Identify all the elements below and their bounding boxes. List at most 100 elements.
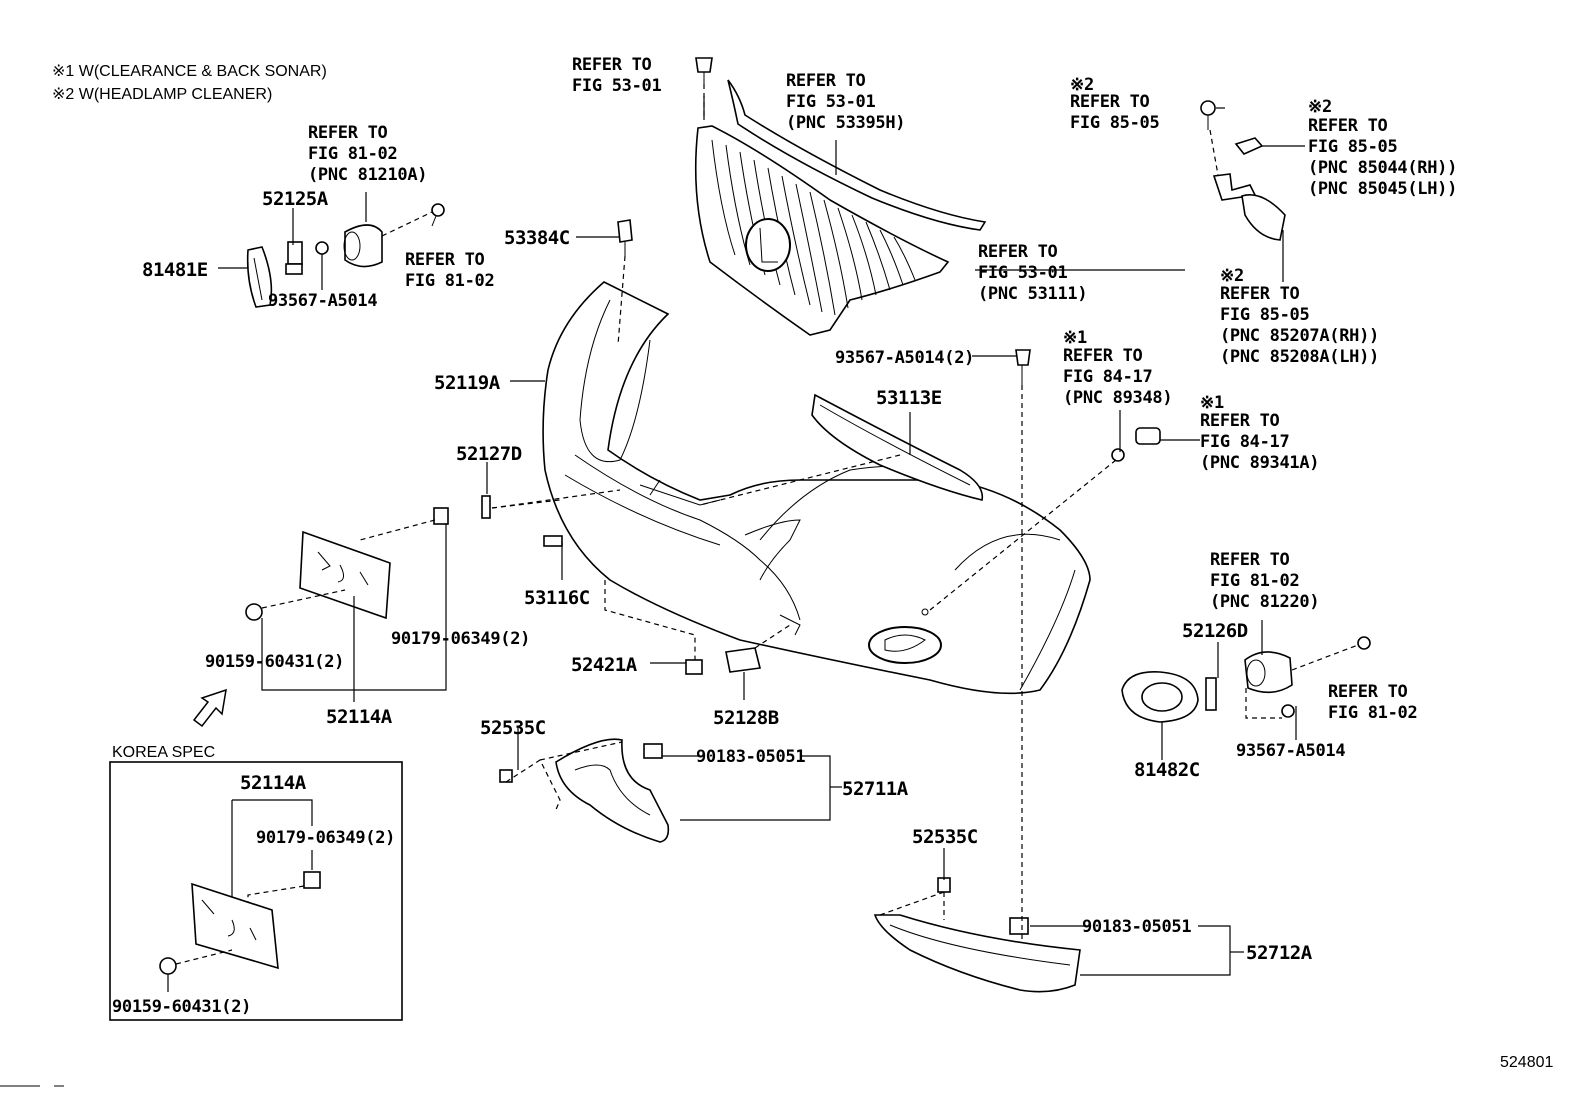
svg-text:FIG 81-02: FIG 81-02 xyxy=(1328,703,1417,723)
svg-text:REFER TO: REFER TO xyxy=(978,242,1058,262)
svg-text:(PNC 53111): (PNC 53111) xyxy=(978,284,1087,304)
svg-text:※1: ※1 xyxy=(1063,328,1087,348)
under-cover-52711A xyxy=(555,738,670,843)
ref-fig53-top: REFER TO FIG 53-01 xyxy=(572,55,662,96)
svg-text:※2: ※2 xyxy=(1070,75,1094,95)
label-93567-A5014-left: 93567-A5014 xyxy=(268,291,377,311)
korea-spec-inset: KOREA SPEC 52114A 90179-06349(2) 90159-6… xyxy=(109,744,403,1021)
leader-lines xyxy=(218,84,1359,976)
svg-text:REFER TO: REFER TO xyxy=(1220,284,1300,304)
label-90183-05051-left: 90183-05051 xyxy=(696,747,805,767)
svg-text:(PNC 81220): (PNC 81220) xyxy=(1210,592,1319,612)
clip-top xyxy=(695,57,713,73)
svg-text:REFER TO: REFER TO xyxy=(1063,346,1143,366)
svg-text:FIG 84-17: FIG 84-17 xyxy=(1063,367,1152,387)
bumper-cover-illustration xyxy=(542,281,1091,695)
svg-text:(PNC 53395H): (PNC 53395H) xyxy=(786,113,905,133)
svg-text:REFER TO: REFER TO xyxy=(308,123,388,143)
inset-title: KOREA SPEC xyxy=(112,744,215,761)
label-52535C-left: 52535C xyxy=(480,717,546,739)
label-90179-06349-main: 90179-06349(2) xyxy=(391,629,530,649)
label-90159-60431-inset: 90159-60431(2) xyxy=(112,997,251,1017)
figure-number: 524801 xyxy=(1500,1054,1553,1071)
label-52711A: 52711A xyxy=(842,778,909,800)
side-reflector-group xyxy=(246,203,445,308)
ref-fig85-85207A: ※2 REFER TO FIG 85-05 (PNC 85207A(RH)) (… xyxy=(1220,266,1379,367)
label-53113E: 53113E xyxy=(876,387,942,409)
svg-text:FIG 53-01: FIG 53-01 xyxy=(978,263,1067,283)
ref-fig81-right: REFER TO FIG 81-02 xyxy=(1328,682,1418,723)
korea-spec-arrow-icon xyxy=(192,688,227,728)
ref-fig84-89348: ※1 REFER TO FIG 84-17 (PNC 89348) xyxy=(1063,328,1173,408)
label-81481E: 81481E xyxy=(142,259,208,281)
svg-text:※2: ※2 xyxy=(1220,266,1244,286)
clip-53116C xyxy=(543,535,563,547)
clip-52421A xyxy=(685,659,703,675)
inset-frame xyxy=(109,761,403,1021)
label-90179-06349-inset: 90179-06349(2) xyxy=(256,828,395,848)
svg-text:REFER TO: REFER TO xyxy=(1200,411,1280,431)
svg-text:REFER TO: REFER TO xyxy=(786,71,866,91)
ref-fig84-89341A: ※1 REFER TO FIG 84-17 (PNC 89341A) xyxy=(1200,393,1320,473)
ref-fig53-53395H: REFER TO FIG 53-01 (PNC 53395H) xyxy=(786,71,906,133)
svg-text:FIG 81-02: FIG 81-02 xyxy=(308,144,397,164)
svg-text:REFER TO: REFER TO xyxy=(1308,116,1388,136)
label-52127D: 52127D xyxy=(456,443,522,465)
cover-52128B xyxy=(725,647,761,673)
label-53116C: 53116C xyxy=(524,587,590,609)
label-90183-05051-right: 90183-05051 xyxy=(1082,917,1191,937)
svg-text:REFER TO: REFER TO xyxy=(1070,92,1150,112)
label-52114A-inset: 52114A xyxy=(240,772,307,794)
ref-fig85-top: ※2 REFER TO FIG 85-05 xyxy=(1070,75,1160,133)
label-52125A: 52125A xyxy=(262,188,329,210)
license-bracket-main xyxy=(245,495,491,621)
grille-molding-illustration xyxy=(727,79,987,231)
ref-fig53-53111: REFER TO FIG 53-01 (PNC 53111) xyxy=(978,242,1088,304)
svg-text:FIG 84-17: FIG 84-17 xyxy=(1200,432,1289,452)
label-52421A: 52421A xyxy=(571,654,638,676)
label-93567-A5014-2: 93567-A5014(2) xyxy=(835,348,974,368)
label-52535C-right: 52535C xyxy=(912,826,978,848)
svg-text:(PNC 89348): (PNC 89348) xyxy=(1063,388,1172,408)
svg-text:FIG 85-05: FIG 85-05 xyxy=(1070,113,1159,133)
label-52128B: 52128B xyxy=(713,707,779,729)
svg-text:FIG 81-02: FIG 81-02 xyxy=(1210,571,1299,591)
label-52114A-main: 52114A xyxy=(326,706,393,728)
svg-text:※2: ※2 xyxy=(1308,97,1332,117)
note-2: ※2 W(HEADLAMP CLEANER) xyxy=(52,86,272,103)
label-52126D: 52126D xyxy=(1182,620,1248,642)
ref-fig81-81220: REFER TO FIG 81-02 (PNC 81220) xyxy=(1210,550,1320,612)
fog-lamp-group xyxy=(1121,636,1371,723)
label-52712A: 52712A xyxy=(1246,942,1313,964)
grille-illustration xyxy=(694,125,950,336)
svg-text:FIG 81-02: FIG 81-02 xyxy=(405,271,494,291)
note-1: ※1 W(CLEARANCE & BACK SONAR) xyxy=(52,63,327,80)
ref-fig81-81210A: REFER TO FIG 81-02 (PNC 81210A) xyxy=(308,123,428,185)
label-81482C: 81482C xyxy=(1134,759,1200,781)
svg-text:FIG 53-01: FIG 53-01 xyxy=(786,92,875,112)
label-52119A: 52119A xyxy=(434,372,501,394)
svg-text:FIG 85-05: FIG 85-05 xyxy=(1308,137,1397,157)
under-cover-52712A xyxy=(873,914,1081,993)
bolt-53384C xyxy=(617,219,633,243)
screw-93567-top xyxy=(1015,349,1031,366)
ref-fig85-85044: ※2 REFER TO FIG 85-05 (PNC 85044(RH)) (P… xyxy=(1308,97,1457,199)
svg-text:REFER TO: REFER TO xyxy=(1210,550,1290,570)
svg-text:REFER TO: REFER TO xyxy=(1328,682,1408,702)
svg-text:(PNC 85044(RH)): (PNC 85044(RH)) xyxy=(1308,158,1457,178)
svg-text:REFER TO: REFER TO xyxy=(572,55,652,75)
svg-text:FIG 53-01: FIG 53-01 xyxy=(572,76,661,96)
svg-text:(PNC 81210A): (PNC 81210A) xyxy=(308,165,427,185)
svg-text:(PNC 85045(LH)): (PNC 85045(LH)) xyxy=(1308,179,1457,199)
label-93567-A5014-right: 93567-A5014 xyxy=(1236,741,1345,761)
svg-text:REFER TO: REFER TO xyxy=(405,250,485,270)
label-90159-60431-main: 90159-60431(2) xyxy=(205,652,344,672)
svg-text:FIG 85-05: FIG 85-05 xyxy=(1220,305,1309,325)
svg-text:※1: ※1 xyxy=(1200,393,1224,413)
label-53384C: 53384C xyxy=(504,227,570,249)
svg-text:(PNC 89341A): (PNC 89341A) xyxy=(1200,453,1319,473)
ref-fig81-left: REFER TO FIG 81-02 xyxy=(405,250,495,291)
svg-text:(PNC 85208A(LH)): (PNC 85208A(LH)) xyxy=(1220,347,1379,367)
svg-text:(PNC 85207A(RH)): (PNC 85207A(RH)) xyxy=(1220,326,1379,346)
